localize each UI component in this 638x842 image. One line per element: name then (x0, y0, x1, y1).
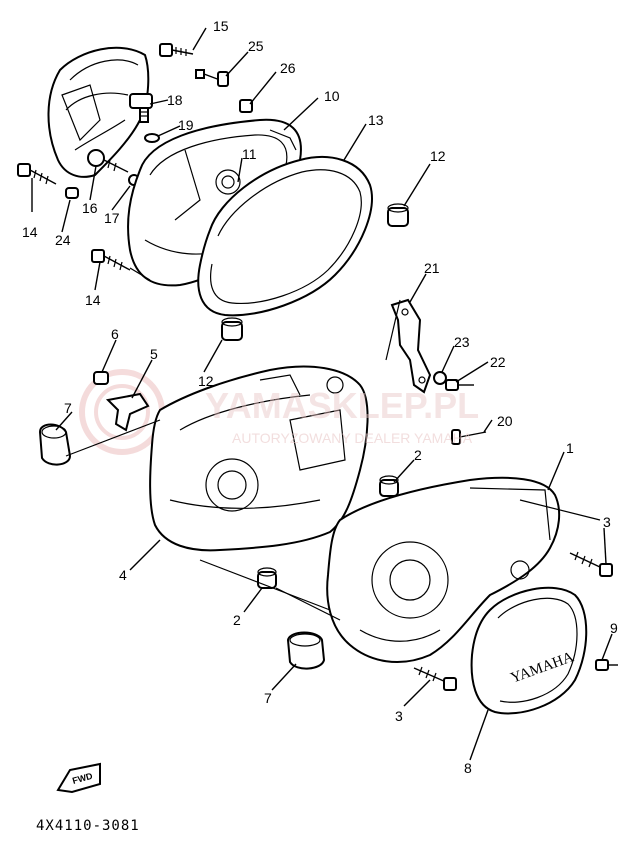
oring-19-part (144, 133, 160, 143)
fwd-arrow-icon (56, 762, 101, 794)
dowel-2-lower-part (257, 567, 277, 589)
gasket-13-inner (210, 169, 362, 305)
bolt-14-upper-part (17, 163, 57, 185)
callout-10: 10 (324, 88, 340, 104)
callout-11: 11 (242, 146, 257, 162)
callout-12: 12 (198, 373, 214, 389)
diagram-code: 4X4110-3081 (36, 818, 140, 834)
callout-23: 23 (454, 334, 470, 350)
callout-9: 9 (610, 620, 618, 636)
watermark-text: YAMASKLEP.PL (205, 385, 480, 426)
callout-5: 5 (150, 346, 158, 362)
bolt-15-part (159, 43, 194, 57)
callout-1: 1 (566, 440, 574, 456)
callout-26: 26 (280, 60, 296, 76)
pin-20-part (451, 429, 487, 445)
dowel-12-middle-part (221, 317, 243, 341)
callout-17: 17 (104, 210, 120, 226)
bracket-21-part (390, 298, 432, 394)
callout-7: 7 (64, 400, 72, 416)
dowel-2-upper-part (379, 475, 399, 497)
bolt-14-lower-part (91, 249, 131, 271)
callout-25: 25 (248, 38, 264, 54)
flywheel-cover-part (47, 46, 150, 178)
callout-20: 20 (497, 413, 513, 429)
callout-2: 2 (233, 612, 241, 628)
callout-21: 21 (424, 260, 440, 276)
callout-7: 7 (264, 690, 272, 706)
bolt-9-part (595, 659, 618, 671)
bolt-3-lower-part (413, 666, 457, 691)
callout-3: 3 (603, 514, 611, 530)
callout-13: 13 (368, 112, 384, 128)
oil-seal-7-left-part (38, 423, 72, 466)
sensor-18-part (129, 93, 153, 123)
callout-19: 19 (178, 117, 194, 133)
callout-2: 2 (414, 447, 422, 463)
callout-14: 14 (85, 292, 101, 308)
nut-24-part (65, 187, 79, 199)
leader-lines (31, 27, 613, 761)
nut-26-part (239, 99, 253, 113)
callout-12: 12 (430, 148, 446, 164)
magneto-cover-8-part (470, 586, 588, 715)
crankcase-right-1-part (326, 476, 561, 663)
crankcase-left-4-part (149, 365, 369, 552)
callout-4: 4 (119, 567, 127, 583)
callout-14: 14 (22, 224, 38, 240)
bolt-22-part (445, 379, 474, 391)
callout-24: 24 (55, 232, 71, 248)
callout-22: 22 (490, 354, 506, 370)
screw-25-part (195, 69, 229, 87)
clip-5-part (105, 392, 150, 432)
gasket-13-part (197, 156, 373, 317)
dowel-12-upper-part (387, 203, 409, 227)
callout-8: 8 (464, 760, 472, 776)
callout-3: 3 (395, 708, 403, 724)
washer-23-part (433, 371, 447, 385)
watermark-subtext: AUTORYZOWANY DEALER YAMAHA (232, 430, 473, 446)
assembly-lines (65, 267, 601, 621)
bolt-6-part (93, 371, 109, 385)
callout-16: 16 (82, 200, 98, 216)
callout-15: 15 (213, 18, 229, 34)
callout-18: 18 (167, 92, 183, 108)
callout-6: 6 (111, 326, 119, 342)
oil-seal-7-lower-part (286, 631, 326, 670)
